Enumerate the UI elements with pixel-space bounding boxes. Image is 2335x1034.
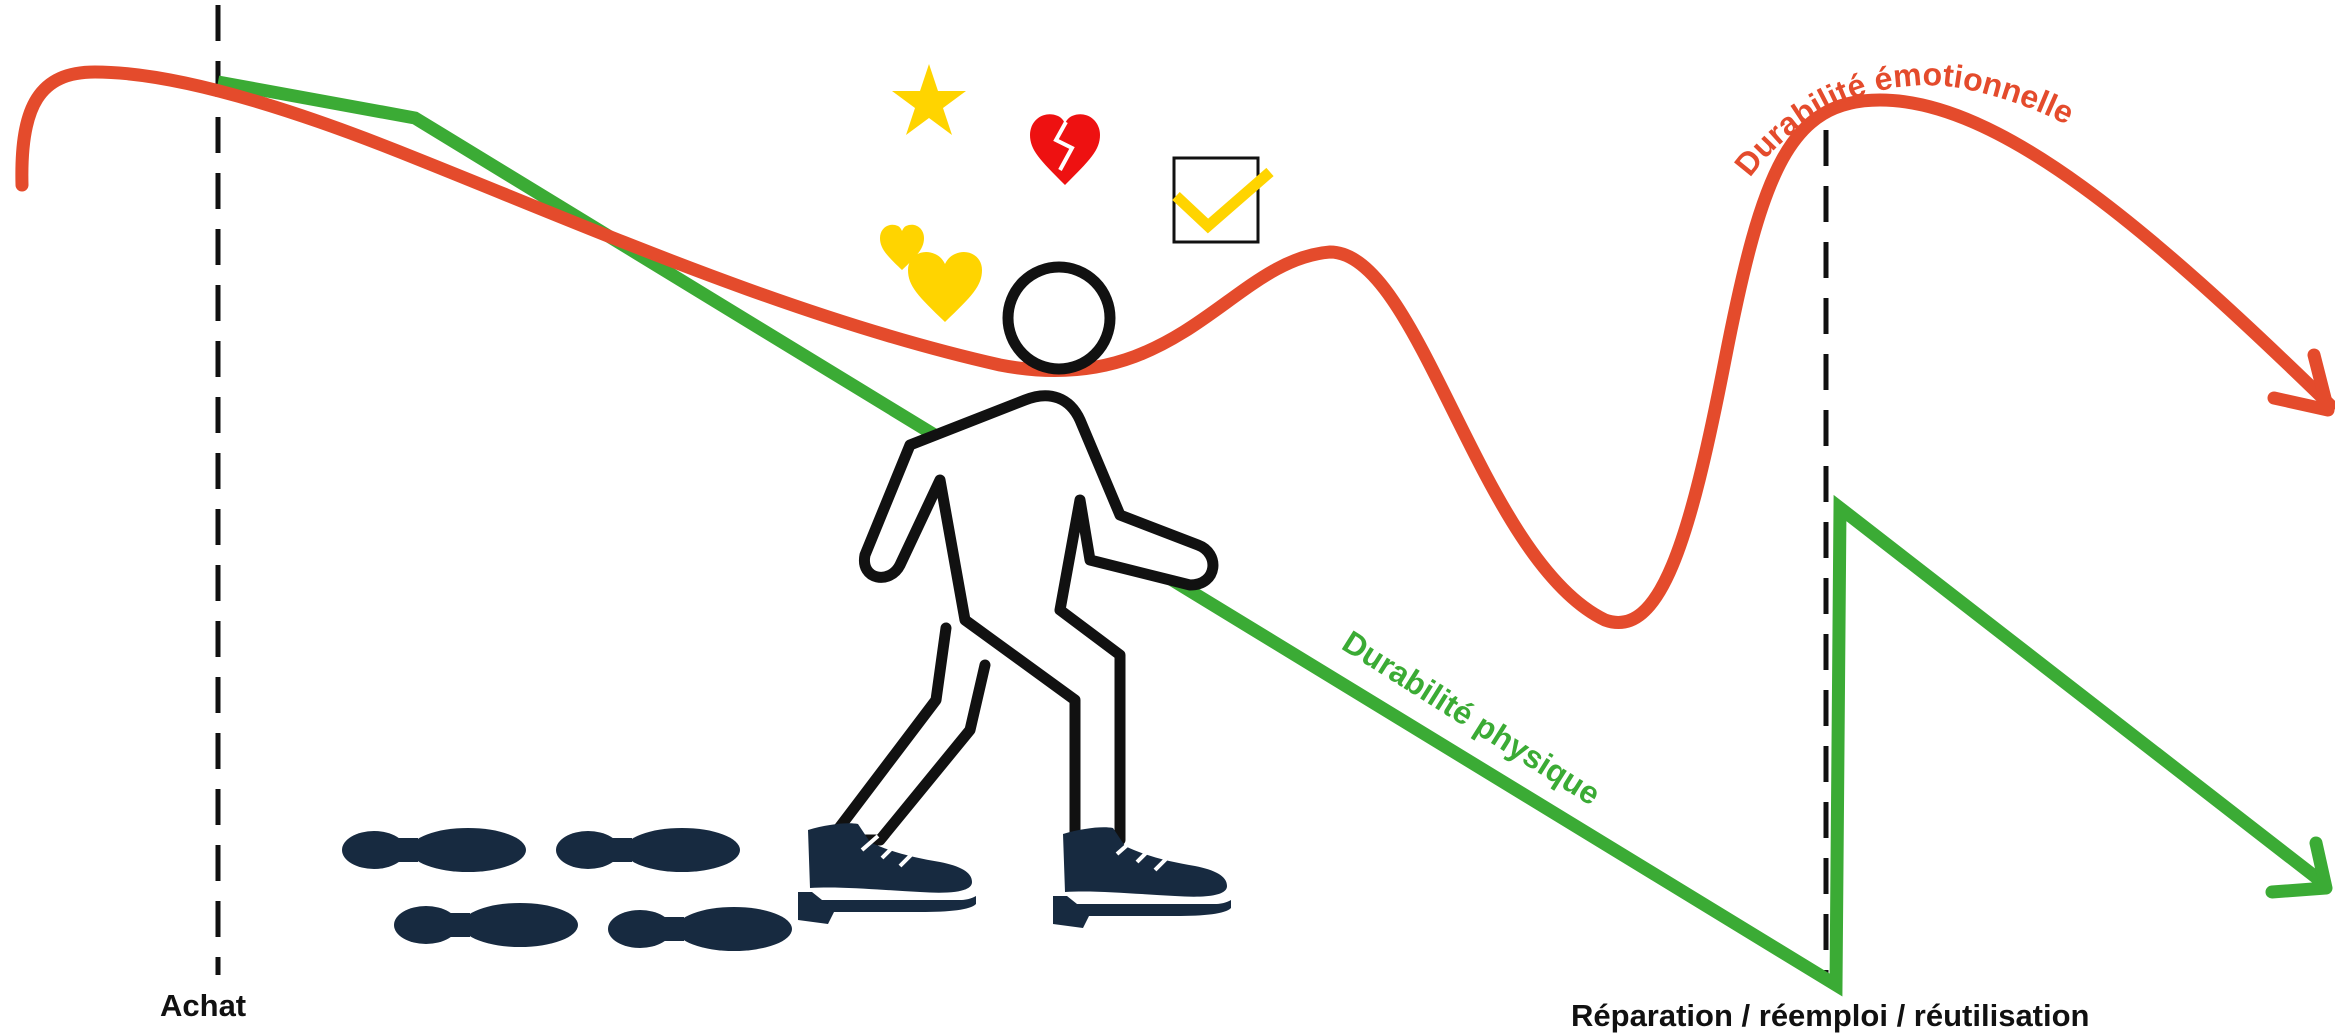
footprints-icon (342, 828, 792, 951)
checkbox-icon (1174, 158, 1270, 242)
physical-durability-curve (218, 82, 2322, 985)
star-icon (892, 64, 966, 135)
physical-durability-label: Durabilité physique (1336, 623, 1606, 812)
purchase-marker-label: Achat (160, 988, 246, 1024)
repair-marker-label: Réparation / réemploi / réutilisation (1571, 998, 2090, 1034)
front-shoe-icon (1053, 827, 1231, 928)
broken-heart-icon (1030, 114, 1100, 185)
hearts-icon (880, 225, 982, 322)
